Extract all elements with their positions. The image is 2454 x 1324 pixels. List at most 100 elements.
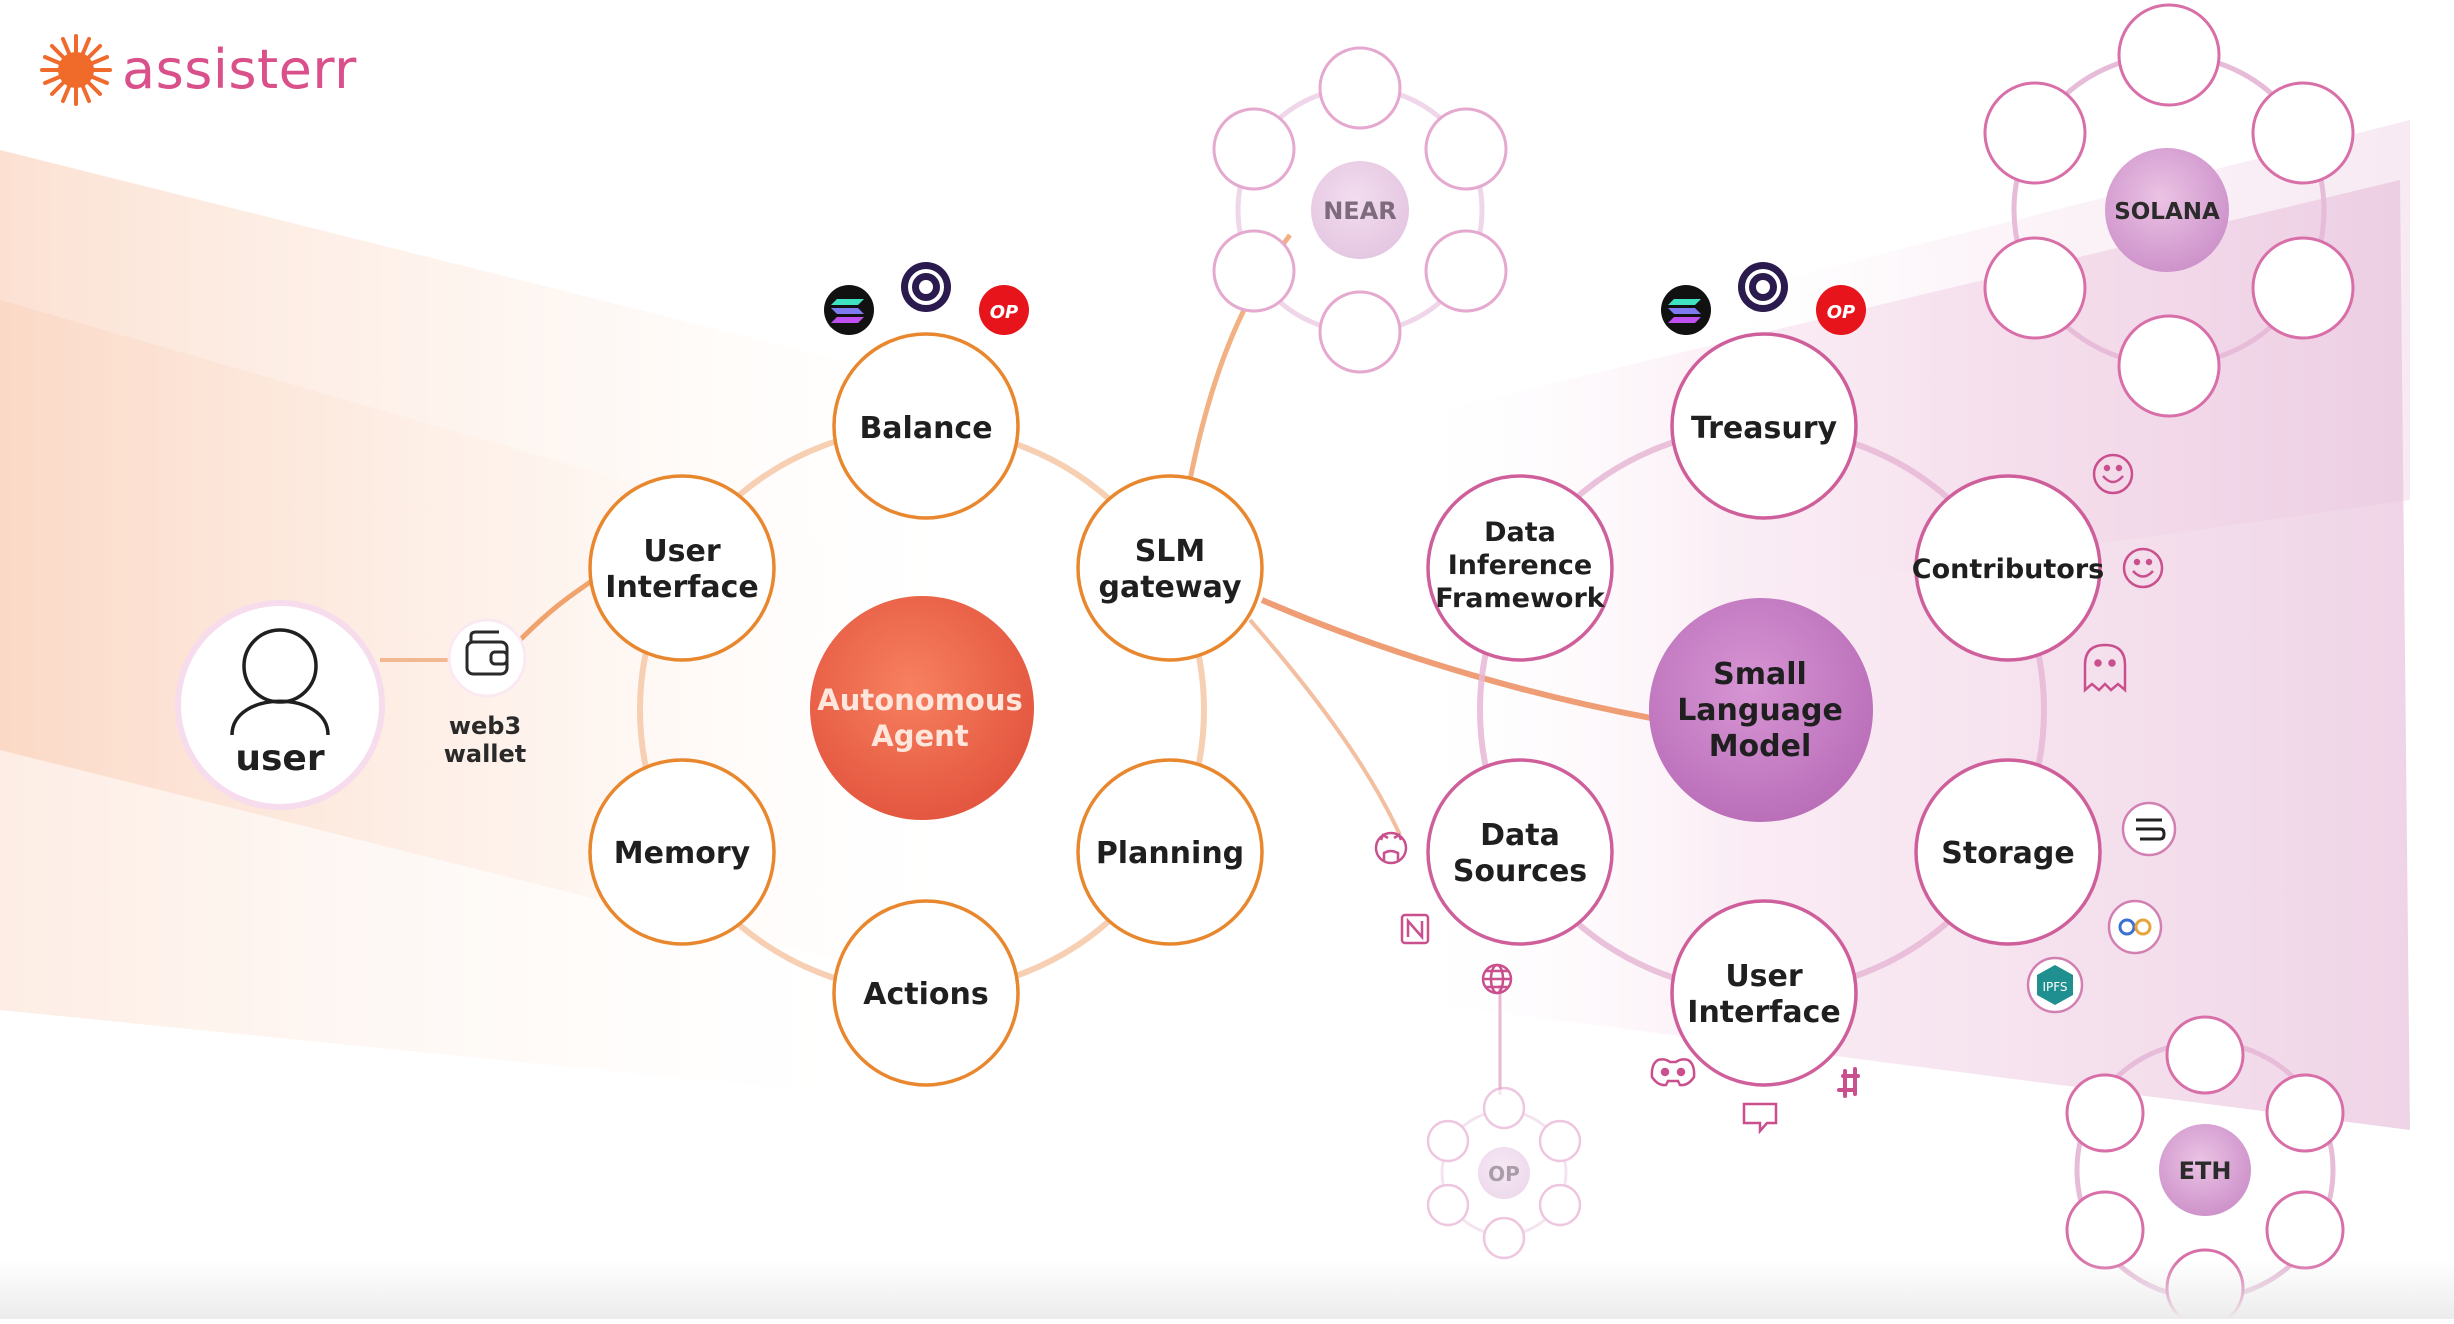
solana-icon — [1661, 285, 1711, 335]
eth-satellite-node — [2265, 1073, 2345, 1153]
op-satellite-node — [1482, 1086, 1526, 1130]
eth-satellite-node — [2065, 1190, 2145, 1270]
slm-node-data-inference-label-3: Framework — [1435, 583, 1606, 614]
op-satellite-node — [1538, 1119, 1582, 1163]
solana-satellite-node — [1983, 81, 2087, 185]
slm-node-user-interface-label-2: Interface — [1687, 995, 1840, 1030]
polkadot-icon — [901, 262, 951, 312]
agent-node-user-interface-label-2: Interface — [605, 570, 758, 605]
small-language-model-center — [1649, 598, 1873, 822]
discord-icon — [1650, 1058, 1696, 1087]
slm-node-treasury-label: Treasury — [1691, 411, 1838, 446]
eth-satellite-node — [2165, 1015, 2245, 1095]
slm-node-user-interface — [1670, 899, 1858, 1087]
user-label: user — [235, 738, 324, 779]
agent-node-slm-gateway-label-1: SLM — [1135, 534, 1206, 569]
brand-logo: assisterr — [122, 28, 357, 112]
globe-icon — [1481, 963, 1513, 995]
near-satellite-node — [1318, 290, 1402, 374]
agent-node-planning — [1076, 758, 1264, 946]
autonomous-agent-label-2: Agent — [871, 719, 969, 753]
op-badge-icon: OP — [1816, 285, 1866, 335]
slm-node-data-sources — [1426, 758, 1614, 946]
notion-icon — [1400, 913, 1430, 945]
wallet-label-line2: wallet — [444, 740, 527, 768]
near-label: NEAR — [1323, 197, 1397, 225]
user-node: user — [175, 600, 385, 810]
op-satellite-node — [1426, 1119, 1470, 1163]
agent-node-memory — [588, 758, 776, 946]
small-language-model-label-3: Model — [1709, 729, 1812, 764]
op-satellite-node — [1482, 1216, 1526, 1260]
slm-cluster: Treasury Data Inference Framework Contri… — [1426, 332, 2104, 1087]
solana-icon — [824, 285, 874, 335]
svg-text:OP: OP — [1827, 302, 1856, 323]
brand-name: assisterr — [122, 38, 357, 101]
agent-node-slm-gateway-label-2: gateway — [1099, 570, 1242, 605]
near-network-cluster: NEAR — [1212, 46, 1508, 374]
ipfs-icon: IPFS — [2026, 956, 2084, 1014]
slm-node-storage — [1914, 758, 2102, 946]
solana-satellite-node — [2251, 236, 2355, 340]
eth-satellite-node — [2265, 1190, 2345, 1270]
solana-label: SOLANA — [2114, 199, 2220, 225]
agent-node-balance — [832, 332, 1020, 520]
op-center-node — [1478, 1147, 1530, 1199]
slm-chain-badges: OP — [1661, 262, 1866, 335]
autonomous-agent-center — [810, 596, 1034, 820]
solana-satellite-node — [1983, 236, 2087, 340]
near-satellite-node — [1424, 229, 1508, 313]
smile-icon — [2122, 547, 2164, 589]
web3-wallet: web3 wallet — [444, 618, 527, 768]
eth-satellite-node — [2065, 1073, 2145, 1153]
autonomous-agent-label-1: Autonomous — [817, 683, 1023, 717]
near-satellite-node — [1212, 107, 1296, 191]
eth-label: ETH — [2179, 1157, 2232, 1185]
slm-node-data-sources-label-2: Sources — [1453, 854, 1587, 889]
solana-network-cluster: SOLANA — [1983, 3, 2355, 418]
wallet-label-line1: web3 — [449, 712, 521, 740]
solana-satellite-node — [2117, 3, 2221, 107]
agent-node-actions-label: Actions — [863, 977, 988, 1012]
wallet-icon — [465, 630, 509, 676]
svg-text:IPFS: IPFS — [2042, 980, 2067, 994]
agent-chain-badges: OP — [824, 262, 1029, 335]
chat-icon — [1742, 1102, 1778, 1135]
slm-node-contributors-label: Contributors — [1912, 554, 2104, 585]
user-icon — [230, 628, 330, 736]
op-network-cluster: OP — [1426, 1086, 1582, 1260]
arweave-icon — [2121, 801, 2177, 857]
sun-logo-icon — [40, 34, 112, 106]
github-icon — [1374, 831, 1408, 865]
slm-node-storage-label: Storage — [1941, 836, 2074, 871]
slm-node-data-inference — [1426, 474, 1614, 662]
op-badge-icon: OP — [979, 285, 1029, 335]
agent-node-user-interface-label-1: User — [643, 534, 721, 569]
agent-node-slm-gateway — [1076, 474, 1264, 662]
near-satellite-node — [1424, 107, 1508, 191]
slack-icon — [1837, 1067, 1860, 1098]
slm-node-contributors — [1914, 474, 2102, 662]
agent-node-user-interface — [588, 474, 776, 662]
op-satellite-node — [1538, 1183, 1582, 1227]
slm-node-data-inference-label-2: Inference — [1448, 550, 1593, 581]
slm-node-user-interface-label-1: User — [1725, 959, 1803, 994]
ghost-icon — [2083, 643, 2127, 693]
small-language-model-label-2: Language — [1677, 693, 1843, 728]
agent-node-planning-label: Planning — [1096, 836, 1244, 871]
near-satellite-node — [1318, 46, 1402, 130]
slm-node-treasury — [1670, 332, 1858, 520]
agent-cluster: Balance User Interface SLM gateway Memor… — [588, 332, 1264, 1087]
solana-center-node — [2105, 148, 2229, 272]
eth-center-node — [2159, 1124, 2251, 1216]
filecoin-icon — [2107, 899, 2163, 955]
op-satellite-node — [1426, 1183, 1470, 1227]
op-label: OP — [1488, 1162, 1520, 1186]
near-satellite-node — [1212, 229, 1296, 313]
agent-node-actions — [832, 899, 1020, 1087]
small-language-model-label-1: Small — [1713, 657, 1807, 692]
slm-node-data-inference-label-1: Data — [1484, 517, 1556, 548]
near-center-node — [1311, 161, 1409, 259]
